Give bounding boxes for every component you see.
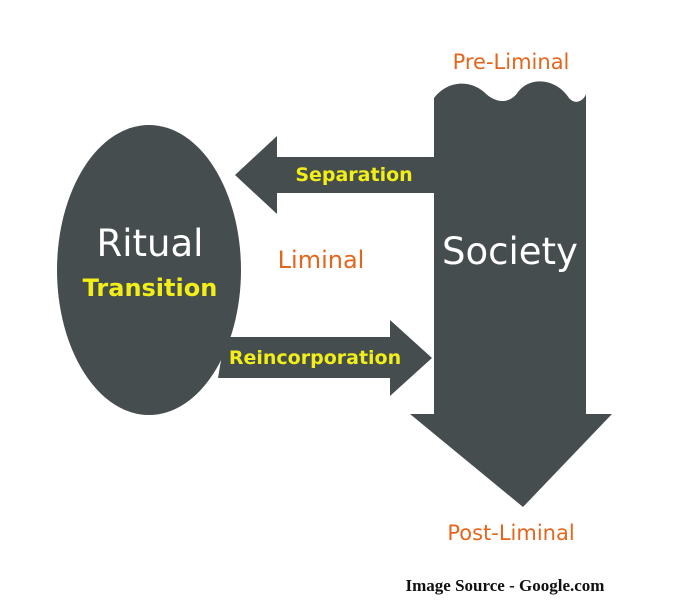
post-liminal-label: Post-Liminal [447, 521, 574, 545]
society-title: Society [442, 230, 578, 273]
society-arrow [410, 81, 612, 507]
ritual-title: Ritual [97, 222, 204, 265]
ritual-ellipse [57, 125, 241, 415]
liminal-label: Liminal [278, 246, 365, 274]
reincorporation-arrow [218, 320, 432, 396]
separation-arrow [235, 136, 437, 214]
pre-liminal-label: Pre-Liminal [453, 50, 570, 74]
ritual-subtitle: Transition [83, 274, 218, 302]
separation-label: Separation [295, 164, 412, 186]
image-source-caption: Image Source - Google.com [406, 576, 605, 595]
reincorporation-label: Reincorporation [229, 347, 401, 369]
